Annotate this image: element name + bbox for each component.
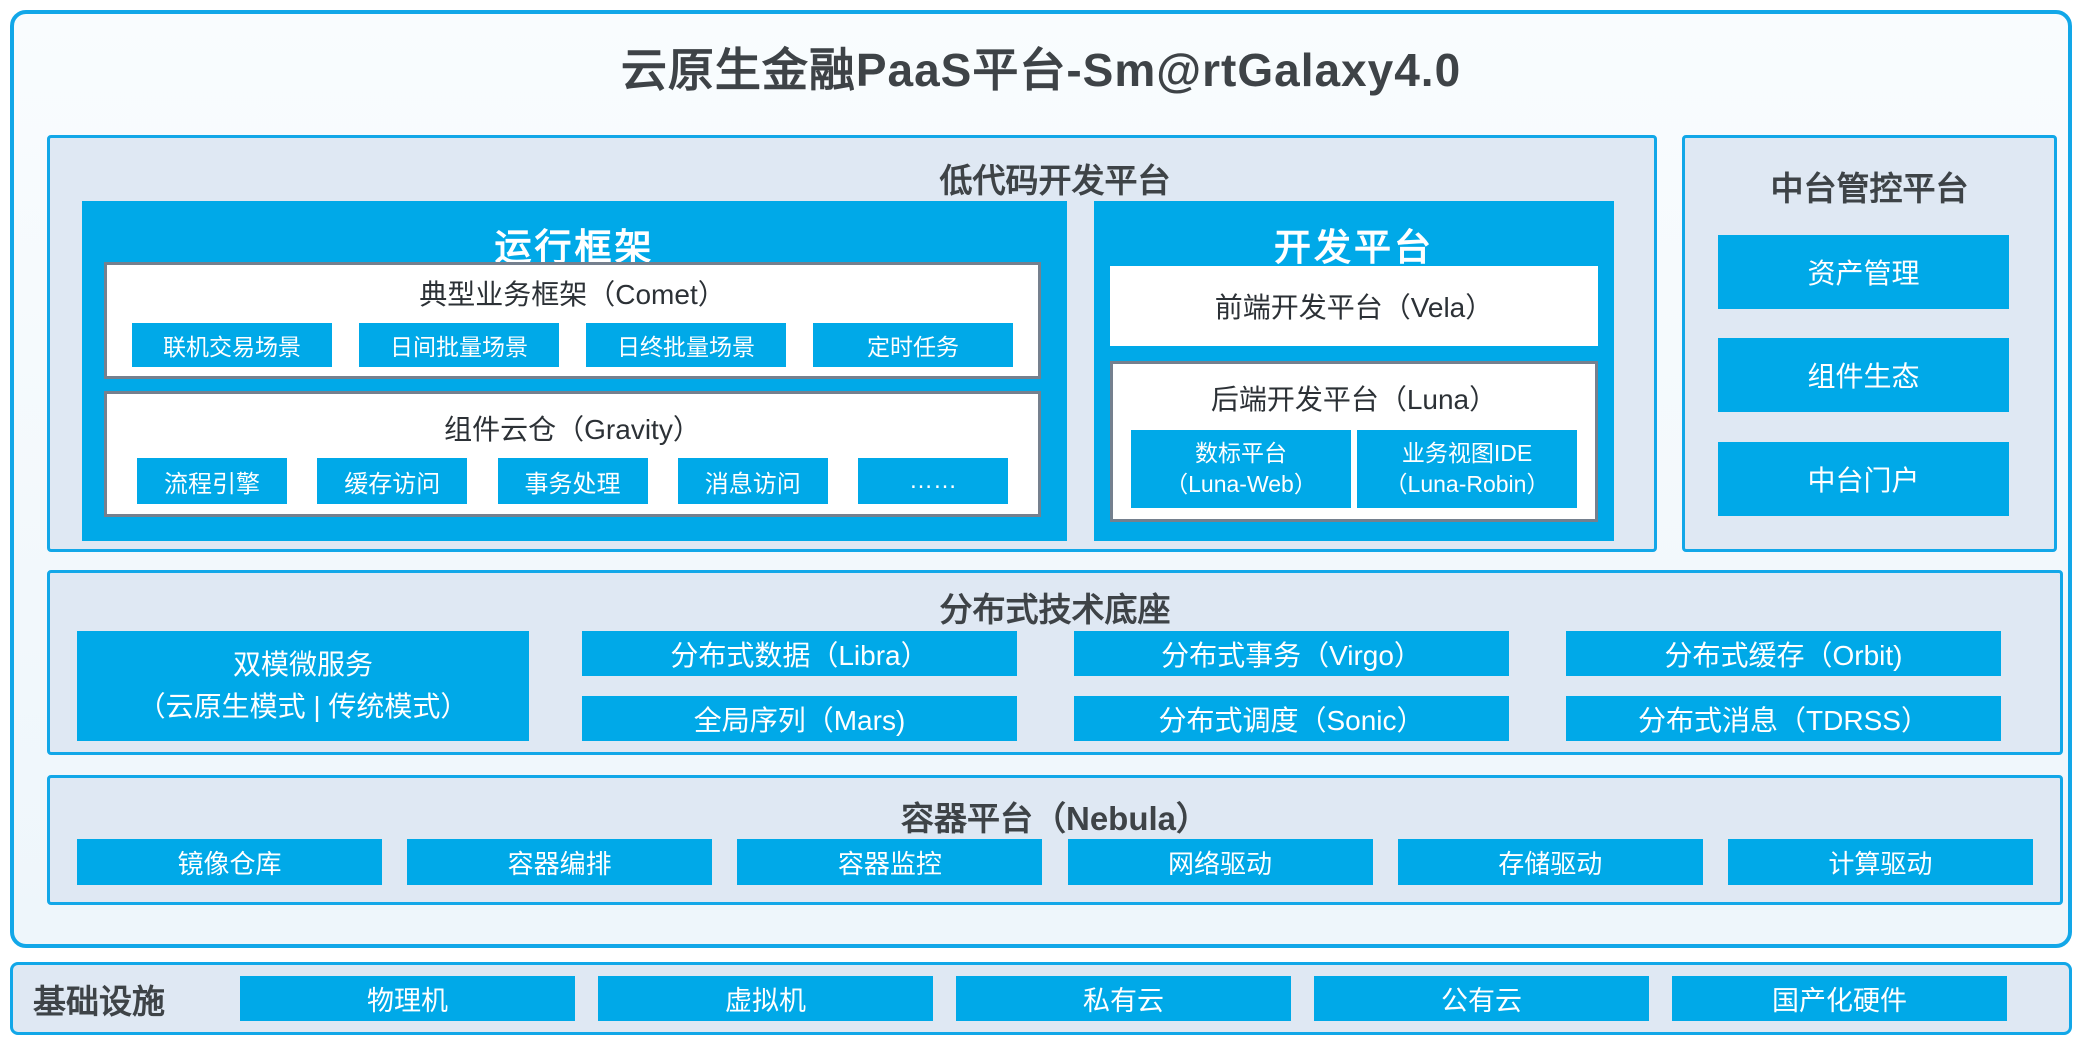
midplatform-title: 中台管控平台 — [1770, 170, 1969, 207]
midplatform-panel: 中台管控平台 资产管理 组件生态 中台门户 — [1682, 135, 2057, 552]
vela-frontend-label: 前端开发平台（Vela） — [1214, 292, 1494, 323]
main-frame: 云原生金融PaaS平台-Sm@rtGalaxy4.0 低代码开发平台 运行框架 … — [10, 10, 2072, 948]
gravity-chip-message-access: 消息访问 — [677, 458, 828, 504]
dev-platform-title: 开发平台 — [1274, 227, 1434, 268]
luna-backend-title: 后端开发平台（Luna） — [1210, 384, 1498, 415]
luna-robin-chip-line1: 业务视图IDE — [1401, 439, 1533, 466]
page-title: 云原生金融PaaS平台-Sm@rtGalaxy4.0 — [620, 44, 1462, 96]
container-platform-panel: 容器平台（Nebula） 镜像仓库 容器编排 容器监控 网络驱动 存储驱动 计算… — [47, 775, 2063, 905]
container-chip-storage-driver: 存储驱动 — [1397, 839, 1703, 885]
midplatform-item-component-ecosystem: 组件生态 — [1718, 338, 2009, 412]
comet-chip-row: 联机交易场景 日间批量场景 日终批量场景 定时任务 — [132, 323, 1013, 367]
infrastructure-chip-row: 物理机 虚拟机 私有云 公有云 国产化硬件 — [240, 976, 2017, 1021]
dev-platform-box: 开发平台 前端开发平台（Vela） 后端开发平台（Luna） 数标平台 （Lun… — [1094, 201, 1614, 541]
distributed-cache-orbit: 分布式缓存（Orbit) — [1566, 631, 2001, 676]
luna-web-chip-line2: （Luna-Web） — [1165, 471, 1317, 497]
container-chip-monitoring: 容器监控 — [737, 839, 1043, 885]
runtime-framework-box: 运行框架 典型业务框架（Comet） 联机交易场景 日间批量场景 日终批量场景 … — [82, 201, 1067, 541]
dual-mode-microservice-box: 双模微服务 （云原生模式 | 传统模式） — [77, 631, 529, 741]
gravity-chip-transaction: 事务处理 — [497, 458, 648, 504]
global-sequence-mars: 全局序列（Mars) — [582, 696, 1017, 741]
infrastructure-panel: 基础设施 物理机 虚拟机 私有云 公有云 国产化硬件 — [10, 962, 2072, 1035]
midplatform-item-portal: 中台门户 — [1718, 442, 2009, 516]
runtime-framework-title: 运行框架 — [494, 227, 655, 268]
infra-chip-virtual-machine: 虚拟机 — [598, 976, 933, 1021]
container-chip-row: 镜像仓库 容器编排 容器监控 网络驱动 存储驱动 计算驱动 — [77, 839, 2033, 885]
comet-framework-title: 典型业务框架（Comet） — [419, 279, 726, 310]
luna-chip-row: 数标平台 （Luna-Web） 业务视图IDE （Luna-Robin） — [1131, 430, 1577, 508]
container-platform-title: 容器平台（Nebula） — [900, 800, 1210, 837]
gravity-chip-row: 流程引擎 缓存访问 事务处理 消息访问 …… — [137, 458, 1008, 504]
infra-chip-public-cloud: 公有云 — [1314, 976, 1649, 1021]
infra-chip-private-cloud: 私有云 — [956, 976, 1291, 1021]
luna-backend-box: 后端开发平台（Luna） 数标平台 （Luna-Web） 业务视图IDE （Lu… — [1110, 361, 1598, 522]
midplatform-item-asset-management: 资产管理 — [1718, 235, 2009, 309]
distributed-data-libra: 分布式数据（Libra） — [582, 631, 1017, 676]
luna-robin-chip-line2: （Luna-Robin） — [1384, 471, 1550, 497]
gravity-chip-cache-access: 缓存访问 — [317, 458, 468, 504]
distributed-scheduling-sonic: 分布式调度（Sonic） — [1074, 696, 1509, 741]
dual-mode-line1: 双模微服务 — [232, 649, 373, 680]
gravity-chip-process-engine: 流程引擎 — [137, 458, 287, 504]
container-chip-compute-driver: 计算驱动 — [1727, 839, 2033, 885]
comet-framework-box: 典型业务框架（Comet） 联机交易场景 日间批量场景 日终批量场景 定时任务 — [104, 262, 1041, 379]
lowcode-platform-panel: 低代码开发平台 运行框架 典型业务框架（Comet） 联机交易场景 日间批量场景… — [47, 135, 1657, 552]
lowcode-platform-title: 低代码开发平台 — [939, 162, 1171, 199]
distributed-message-tdrss: 分布式消息（TDRSS） — [1566, 696, 2001, 741]
container-chip-orchestration: 容器编排 — [407, 839, 713, 885]
comet-chip-scheduled-task: 定时任务 — [813, 323, 1013, 367]
gravity-chip-ellipsis: …… — [858, 458, 1008, 504]
luna-web-chip-line1: 数标平台 — [1195, 439, 1287, 466]
vela-frontend-box: 前端开发平台（Vela） — [1110, 266, 1598, 346]
distributed-transaction-virgo: 分布式事务（Virgo） — [1074, 631, 1509, 676]
dual-mode-line2: （云原生模式 | 传统模式） — [137, 691, 469, 722]
comet-chip-online-trade: 联机交易场景 — [132, 323, 332, 367]
container-chip-network-driver: 网络驱动 — [1067, 839, 1373, 885]
container-chip-image-registry: 镜像仓库 — [77, 839, 382, 885]
infra-chip-physical-machine: 物理机 — [240, 976, 575, 1021]
gravity-component-box: 组件云仓（Gravity） 流程引擎 缓存访问 事务处理 消息访问 …… — [104, 391, 1041, 517]
distributed-base-panel: 分布式技术底座 双模微服务 （云原生模式 | 传统模式） 分布式数据（Libra… — [47, 570, 2063, 755]
luna-robin-chip: 业务视图IDE （Luna-Robin） — [1357, 430, 1577, 508]
comet-chip-eod-batch: 日终批量场景 — [586, 323, 786, 367]
gravity-component-title: 组件云仓（Gravity） — [444, 414, 701, 445]
luna-web-chip: 数标平台 （Luna-Web） — [1131, 430, 1351, 508]
infra-chip-domestic-hardware: 国产化硬件 — [1672, 976, 2007, 1021]
infrastructure-title: 基础设施 — [33, 982, 165, 1020]
comet-chip-daytime-batch: 日间批量场景 — [359, 323, 559, 367]
distributed-base-title: 分布式技术底座 — [939, 591, 1171, 628]
